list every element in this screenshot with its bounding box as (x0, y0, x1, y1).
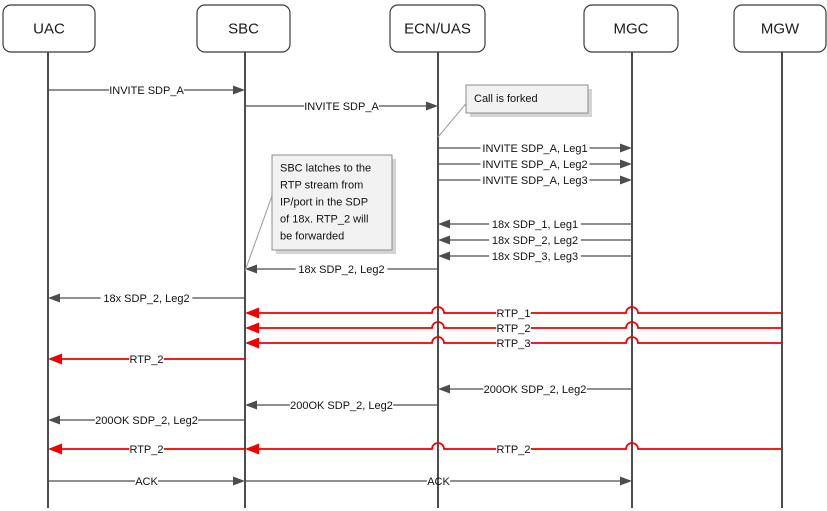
message-label-m12: RTP_2 (496, 323, 530, 335)
message-m06[interactable]: 18x SDP_1, Leg1 (438, 219, 632, 231)
arrowhead-m09 (245, 264, 257, 274)
lifeline-label-sbc: SBC (228, 20, 259, 37)
message-m19[interactable]: RTP_2 (48, 443, 245, 456)
message-label-m11: RTP_1 (496, 308, 530, 320)
lifeline-box-sbc[interactable] (196, 4, 291, 53)
lifelines-layer: UAC SBC ECN/UAS MGC MGW (2, 4, 827, 508)
message-m15[interactable]: 200OK SDP_2, Leg2 (438, 384, 632, 396)
arrowhead-m11 (245, 307, 259, 319)
message-m17[interactable]: 200OK SDP_2, Leg2 (48, 415, 245, 427)
message-m12[interactable]: RTP_2 (245, 321, 782, 335)
arrowhead-m18 (245, 443, 259, 455)
message-m11[interactable]: RTP_1 (245, 306, 782, 320)
lifeline-ecn[interactable]: ECN/UAS (389, 4, 486, 508)
note-sbc-latches-line: SBC latches to the (280, 162, 371, 174)
lifeline-label-mgw: MGW (761, 20, 800, 37)
message-label-m06: 18x SDP_1, Leg1 (492, 219, 578, 231)
message-label-m20: ACK (135, 476, 158, 488)
arrowhead-m10 (48, 293, 60, 303)
message-m04[interactable]: INVITE SDP_A, Leg2 (438, 159, 632, 171)
arrowhead-m07 (438, 235, 450, 245)
arrowhead-m13 (245, 337, 259, 349)
message-m16[interactable]: 200OK SDP_2, Leg2 (245, 400, 438, 412)
message-label-m05: INVITE SDP_A, Leg3 (482, 175, 587, 187)
arrowhead-m19 (48, 443, 62, 455)
note-sbc-latches-line: IP/port in the SDP (280, 196, 368, 208)
message-label-m19: RTP_2 (129, 444, 163, 456)
message-label-m03: INVITE SDP_A, Leg1 (482, 143, 587, 155)
message-label-m07: 18x SDP_2, Leg2 (492, 235, 578, 247)
lifeline-mgc[interactable]: MGC (583, 4, 679, 508)
arrowhead-m16 (245, 400, 257, 410)
note-sbc-latches-line: RTP stream from (280, 179, 363, 191)
message-m03[interactable]: INVITE SDP_A, Leg1 (438, 143, 632, 155)
message-m18[interactable]: RTP_2 (245, 442, 782, 456)
arrowhead-m08 (438, 251, 450, 261)
lifeline-box-uac[interactable] (2, 4, 96, 53)
message-m13[interactable]: RTP_3 (245, 336, 782, 350)
lifeline-box-mgw[interactable] (733, 4, 827, 53)
message-m20[interactable]: ACK (48, 476, 245, 488)
note-call-forked-box[interactable] (465, 84, 589, 114)
lifeline-sbc[interactable]: SBC (196, 4, 291, 508)
message-m10[interactable]: 18x SDP_2, Leg2 (48, 293, 245, 305)
message-m05[interactable]: INVITE SDP_A, Leg3 (438, 175, 632, 187)
message-m08[interactable]: 18x SDP_3, Leg3 (438, 251, 632, 263)
lifeline-mgw[interactable]: MGW (733, 4, 827, 508)
arrowhead-m01 (233, 85, 245, 95)
note-sbc-latches-line: be forwarded (280, 230, 344, 242)
message-m02[interactable]: INVITE SDP_A (245, 101, 438, 113)
arrowhead-m03 (620, 143, 632, 153)
message-line-m13 (258, 336, 782, 344)
arrowhead-m15 (438, 384, 450, 394)
arrowhead-m02 (426, 101, 438, 111)
messages-layer: INVITE SDP_A INVITE SDP_A INVITE SDP_A, Le… (48, 85, 782, 488)
arrowhead-m04 (620, 159, 632, 169)
message-label-m10: 18x SDP_2, Leg2 (103, 293, 189, 305)
message-m14[interactable]: RTP_2 (48, 353, 245, 366)
message-line-m11 (258, 306, 782, 314)
arrowhead-m12 (245, 322, 259, 334)
message-m07[interactable]: 18x SDP_2, Leg2 (438, 235, 632, 247)
lifeline-label-uac: UAC (33, 20, 65, 37)
arrowhead-m14 (48, 353, 62, 365)
message-label-m17: 200OK SDP_2, Leg2 (95, 415, 198, 427)
note-sbc-latches-box[interactable] (271, 154, 393, 251)
arrowhead-m05 (620, 175, 632, 185)
message-label-m21: ACK (427, 476, 450, 488)
message-m09[interactable]: 18x SDP_2, Leg2 (245, 264, 438, 276)
message-line-m12 (258, 321, 782, 329)
note-call-forked[interactable]: Call is forked (437, 84, 592, 138)
message-label-m18: RTP_2 (496, 444, 530, 456)
lifeline-label-mgc: MGC (614, 20, 649, 37)
lifeline-box-ecn[interactable] (389, 4, 486, 53)
lifeline-uac[interactable]: UAC (2, 4, 96, 508)
message-label-m02: INVITE SDP_A (304, 101, 379, 113)
message-label-m15: 200OK SDP_2, Leg2 (484, 384, 587, 396)
message-label-m09: 18x SDP_2, Leg2 (298, 264, 384, 276)
message-label-m13: RTP_3 (496, 338, 530, 350)
message-label-m04: INVITE SDP_A, Leg2 (482, 159, 587, 171)
note-call-forked-line: Call is forked (474, 93, 538, 105)
lifeline-box-mgc[interactable] (583, 4, 679, 53)
message-line-m18 (258, 442, 782, 450)
arrowhead-m21 (620, 476, 632, 486)
message-label-m01: INVITE SDP_A (109, 85, 184, 97)
message-label-m08: 18x SDP_3, Leg3 (492, 251, 578, 263)
message-m21[interactable]: ACK (245, 476, 632, 488)
arrowhead-m20 (233, 476, 245, 486)
message-m01[interactable]: INVITE SDP_A (48, 85, 245, 97)
message-label-m16: 200OK SDP_2, Leg2 (290, 400, 393, 412)
message-label-m14: RTP_2 (129, 354, 163, 366)
arrowhead-m17 (48, 415, 60, 425)
lifeline-label-ecn: ECN/UAS (404, 20, 471, 37)
note-sbc-latches-line: of 18x. RTP_2 will (280, 213, 368, 225)
arrowhead-m06 (438, 219, 450, 229)
